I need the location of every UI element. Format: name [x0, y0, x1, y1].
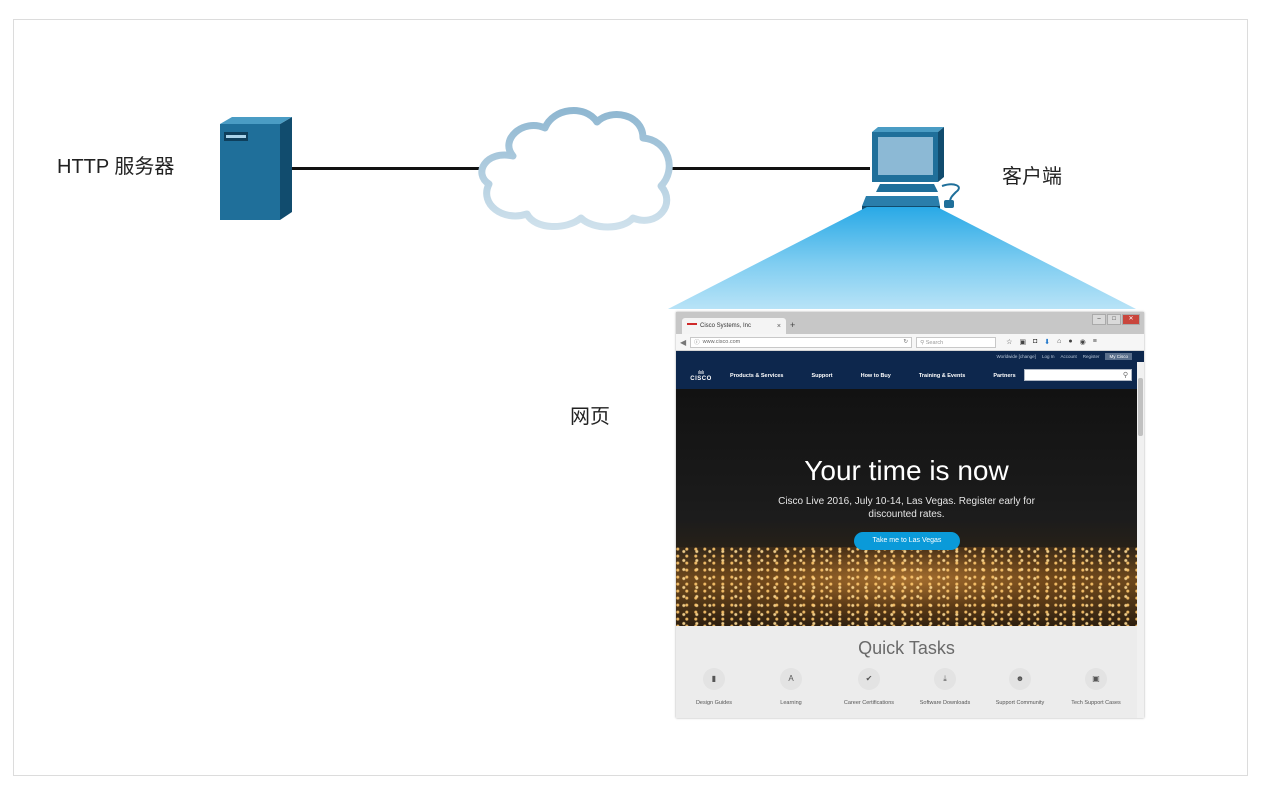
scrollbar-thumb[interactable] [1138, 378, 1143, 436]
back-arrow-icon[interactable]: ◀ [680, 337, 687, 347]
hero-banner: Your time is now Cisco Live 2016, July 1… [676, 389, 1137, 626]
address-bar[interactable]: ⓘ www.cisco.com ↻ [690, 336, 913, 348]
briefcase-icon[interactable]: ▣ [1085, 668, 1107, 690]
download-icon[interactable]: ⤓ [934, 668, 956, 690]
quick-task-label[interactable]: Learning [780, 700, 802, 706]
nav-how-to-buy[interactable]: How to Buy [860, 372, 891, 379]
quick-task-label[interactable]: Career Certifications [843, 700, 895, 706]
util-link-account[interactable]: Account [1060, 354, 1077, 359]
browser-navbar: ◀ ⓘ www.cisco.com ↻ ⚲ Search ☆ ▣ ◘ ⬇ ⌂ ●… [676, 334, 1144, 351]
cisco-logo[interactable]: ılıılı CISCO [686, 370, 716, 382]
nav-support[interactable]: Support [811, 372, 833, 379]
hero-subtext: Cisco Live 2016, July 10-14, Las Vegas. … [778, 496, 1035, 520]
server-label: HTTP 服务器 [57, 156, 175, 178]
nav-training-events[interactable]: Training & Events [918, 372, 966, 379]
minimize-icon[interactable]: – [1092, 314, 1106, 325]
util-link-login[interactable]: Log In [1041, 354, 1055, 359]
quick-task-label[interactable]: Tech Support Cases [1071, 700, 1121, 706]
home-icon[interactable]: ⌂ [1057, 338, 1062, 345]
hero-headline: Your time is now [804, 455, 1009, 486]
cisco-logo-bars-icon: ılıılı [698, 369, 704, 376]
clipboard-icon[interactable]: ▣ [1019, 339, 1027, 346]
tab-title: Cisco Systems, Inc [700, 323, 752, 329]
reload-icon[interactable]: ↻ [903, 339, 909, 345]
tab-close-icon[interactable]: × [776, 322, 781, 330]
cisco-main-nav: ılıılı CISCO Products & Services Support… [676, 362, 1144, 389]
url-text: www.cisco.com [702, 339, 741, 345]
client-pc-icon [862, 127, 960, 210]
server-icon [220, 117, 292, 220]
my-cisco-button[interactable]: My Cisco [1105, 353, 1132, 360]
new-tab-button[interactable]: + [790, 320, 796, 330]
util-link-worldwide[interactable]: Worldwide [change] [996, 354, 1036, 359]
cisco-logo-text: CISCO [690, 375, 712, 382]
maximize-icon[interactable]: □ [1107, 314, 1121, 325]
browser-tab[interactable]: Cisco Systems, Inc × [682, 318, 786, 334]
server-network-link [290, 167, 480, 170]
quick-task-label[interactable]: Software Downloads [919, 700, 971, 706]
client-label: 客户端 [1002, 166, 1062, 188]
util-link-register[interactable]: Register [1082, 354, 1100, 359]
browser-search-input[interactable]: ⚲ Search [916, 336, 997, 348]
cisco-utility-bar: Worldwide [change] Log In Account Regist… [676, 351, 1144, 362]
hamburger-menu-icon[interactable]: ≡ [1092, 338, 1097, 345]
document-icon[interactable]: ▮ [703, 668, 725, 690]
window-close-icon[interactable]: ✕ [1122, 314, 1140, 325]
webpage-screenshot: Cisco Systems, Inc × + – □ ✕ ◀ ⓘ www.cis… [676, 312, 1144, 718]
network-client-link [672, 167, 870, 170]
quick-task-label[interactable]: Design Guides [695, 700, 733, 706]
download-arrow-icon[interactable]: ⬇ [1044, 339, 1051, 346]
nav-products-services[interactable]: Products & Services [730, 372, 784, 379]
certification-icon[interactable]: ✔ [858, 668, 880, 690]
city-lights-image [676, 547, 1137, 626]
hero-cta-button[interactable]: Take me to Las Vegas [854, 532, 960, 550]
quick-tasks-section: Quick Tasks ▮ A ✔ ⤓ ☻ ▣ Design Guides Le… [676, 626, 1137, 718]
cisco-menu: Products & Services Support How to Buy T… [730, 373, 1044, 379]
community-icon[interactable]: ☻ [1009, 668, 1031, 690]
webpage-label: 网页 [570, 406, 610, 428]
pocket-icon[interactable]: ◘ [1033, 338, 1038, 345]
site-search-input[interactable]: ⚲ [1024, 369, 1132, 381]
search-icon: ⚲ [920, 339, 926, 346]
site-search-icon[interactable]: ⚲ [1122, 372, 1128, 379]
quick-task-label[interactable]: Support Community [995, 700, 1045, 706]
cisco-favicon-icon [687, 323, 697, 329]
cloud-icon [478, 107, 673, 231]
browser-titlebar: Cisco Systems, Inc × + – □ ✕ [676, 312, 1144, 334]
bookmark-star-icon[interactable]: ☆ [1006, 339, 1013, 346]
page-scrollbar[interactable] [1137, 362, 1144, 718]
quick-tasks-title: Quick Tasks [858, 638, 955, 658]
globe-icon[interactable]: ◉ [1079, 339, 1086, 346]
info-icon: ⓘ [694, 340, 700, 346]
toolbar-icons: ☆ ▣ ◘ ⬇ ⌂ ● ◉ ≡ [1006, 338, 1097, 346]
nav-partners[interactable]: Partners [993, 372, 1016, 379]
search-placeholder: Search [925, 339, 944, 346]
chat-icon[interactable]: ● [1068, 338, 1073, 345]
window-controls: – □ ✕ [1091, 314, 1140, 325]
learning-icon[interactable]: A [780, 668, 802, 690]
